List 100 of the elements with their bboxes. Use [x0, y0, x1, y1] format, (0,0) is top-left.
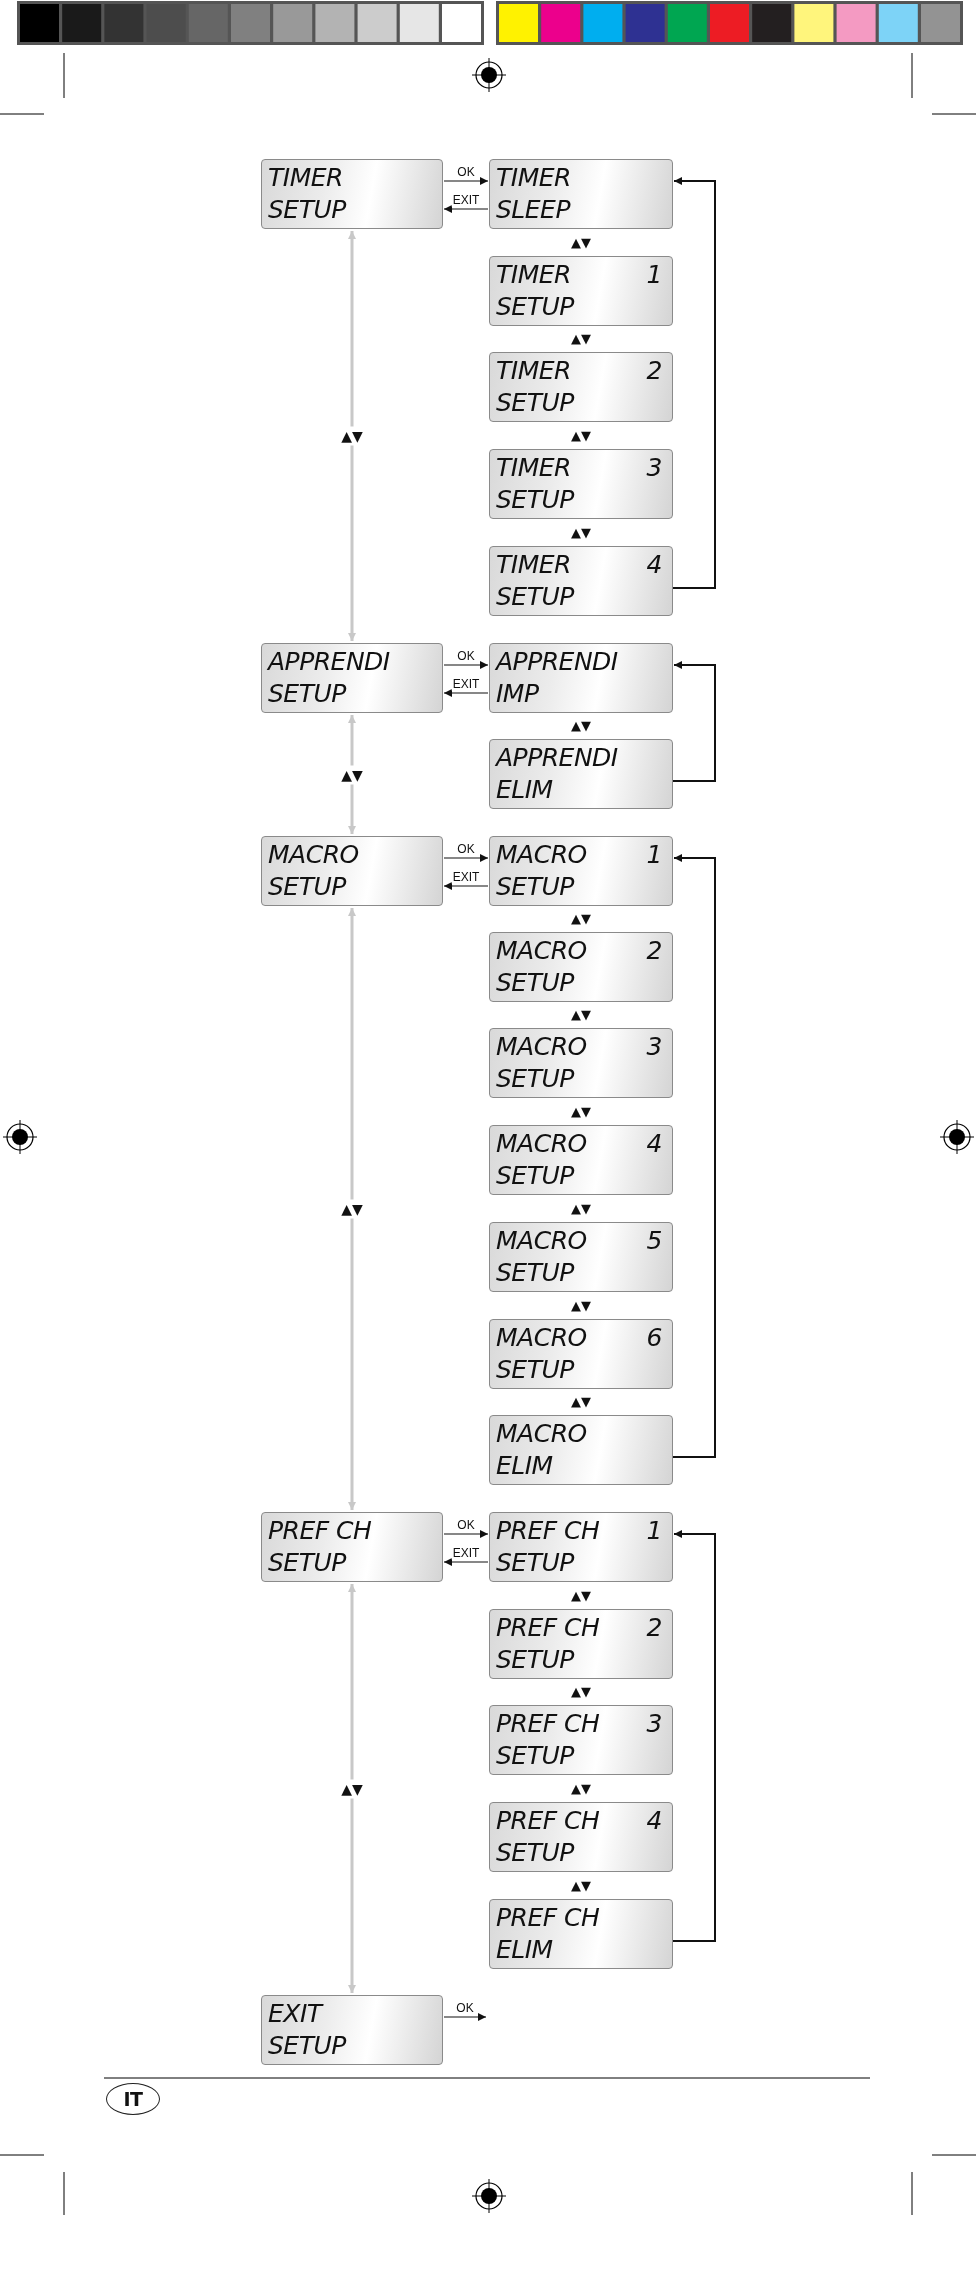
edge-label: OK	[456, 649, 476, 663]
display-text: SETUP	[496, 1161, 574, 1191]
arrow	[443, 661, 489, 669]
navigation-keys-label: ▲▼	[571, 1685, 591, 1699]
display-text: SETUP	[496, 1258, 574, 1288]
arrow	[672, 177, 716, 589]
display-text: SLEEP	[496, 195, 570, 225]
arrow	[443, 1530, 489, 1538]
display-text: PREF CH	[496, 1709, 600, 1739]
lcd-display	[261, 836, 443, 906]
lcd-display	[489, 1125, 673, 1195]
display-text: 4	[646, 1806, 662, 1836]
display-text: MACRO	[496, 1419, 587, 1449]
display-text: PREF CH	[496, 1903, 600, 1933]
display-text: SETUP	[496, 1741, 574, 1771]
double-arrow	[348, 231, 356, 641]
edge-label: ▲▼	[341, 765, 363, 784]
display-text: APPRENDI	[268, 647, 390, 677]
lcd-display	[489, 546, 673, 616]
double-arrow	[348, 908, 356, 1510]
lcd-display	[489, 1319, 673, 1389]
display-text: ELIM	[496, 1451, 553, 1481]
arrow	[443, 177, 489, 185]
lcd-display	[489, 352, 673, 422]
display-text: 2	[646, 936, 662, 966]
edge-label: ▲▼	[341, 1779, 363, 1798]
display-text: SETUP	[268, 2031, 346, 2061]
display-text: 4	[646, 550, 662, 580]
display-text: PREF CH	[268, 1516, 372, 1546]
display-text: ELIM	[496, 775, 553, 805]
lcd-display	[489, 1705, 673, 1775]
arrow	[672, 854, 716, 1458]
display-text: PREF CH	[496, 1806, 600, 1836]
display-text: MACRO	[496, 1129, 587, 1159]
display-text: MACRO	[496, 936, 587, 966]
lcd-display	[489, 1899, 673, 1969]
lcd-display	[261, 159, 443, 229]
navigation-keys-label: ▲▼	[571, 428, 591, 443]
double-arrow	[348, 715, 356, 834]
display-text: 6	[646, 1323, 662, 1353]
display-text: SETUP	[496, 1548, 574, 1578]
display-text: SETUP	[496, 485, 574, 515]
edge-label: ▲▼	[341, 1199, 363, 1219]
display-text: ELIM	[496, 1935, 553, 1965]
display-text: 5	[646, 1226, 662, 1256]
navigation-keys-label: ▲▼	[571, 1878, 591, 1893]
lcd-display	[489, 739, 673, 809]
display-text: IMP	[496, 679, 539, 709]
display-text: PREF CH	[496, 1516, 600, 1546]
display-text: SETUP	[496, 872, 574, 902]
edge-label: EXIT	[451, 1546, 481, 1560]
display-text: TIMER	[496, 356, 571, 386]
arrow	[443, 1558, 489, 1566]
lcd-display	[489, 1802, 673, 1872]
display-text: SETUP	[268, 872, 346, 902]
edge-label: ▲▼	[341, 426, 363, 446]
display-text: SETUP	[268, 195, 346, 225]
edge-label: OK	[456, 165, 476, 179]
display-text: PREF CH	[496, 1613, 600, 1643]
lcd-display	[489, 1222, 673, 1292]
double-arrow	[348, 1584, 356, 1993]
display-text: MACRO	[496, 840, 587, 870]
lcd-display	[489, 1028, 673, 1098]
navigation-keys-label: ▲▼	[571, 912, 591, 926]
edge-label: OK	[455, 2001, 475, 2015]
lcd-display	[489, 932, 673, 1002]
arrow	[672, 1530, 716, 1942]
lcd-display	[489, 256, 673, 326]
arrow	[672, 661, 716, 782]
arrow	[443, 689, 489, 697]
display-text: SETUP	[268, 679, 346, 709]
display-text: TIMER	[496, 260, 571, 290]
display-text: SETUP	[496, 968, 574, 998]
arrow	[443, 205, 489, 213]
arrow	[443, 2013, 487, 2021]
lcd-display	[489, 449, 673, 519]
display-text: SETUP	[496, 1064, 574, 1094]
lcd-display	[489, 159, 673, 229]
lcd-display	[489, 836, 673, 906]
display-text: 3	[646, 453, 662, 483]
display-text: APPRENDI	[496, 647, 618, 677]
language-badge	[106, 2083, 160, 2115]
lcd-display	[489, 1512, 673, 1582]
edge-label: OK	[456, 842, 476, 856]
navigation-keys-label: ▲▼	[571, 1395, 591, 1409]
navigation-keys-label: ▲▼	[571, 1588, 591, 1603]
display-text: SETUP	[496, 388, 574, 418]
display-text: TIMER	[268, 163, 343, 193]
lcd-display	[489, 1415, 673, 1485]
display-text: TIMER	[496, 453, 571, 483]
display-text: SETUP	[496, 1838, 574, 1868]
display-text: 3	[646, 1032, 662, 1062]
navigation-keys-label: ▲▼	[571, 332, 591, 346]
display-text: MACRO	[496, 1032, 587, 1062]
display-text: 2	[646, 356, 662, 386]
navigation-keys-label: ▲▼	[571, 1104, 591, 1119]
edge-label: EXIT	[451, 193, 481, 207]
navigation-keys-label: ▲▼	[571, 235, 591, 250]
display-text: MACRO	[496, 1226, 587, 1256]
lcd-display	[489, 643, 673, 713]
